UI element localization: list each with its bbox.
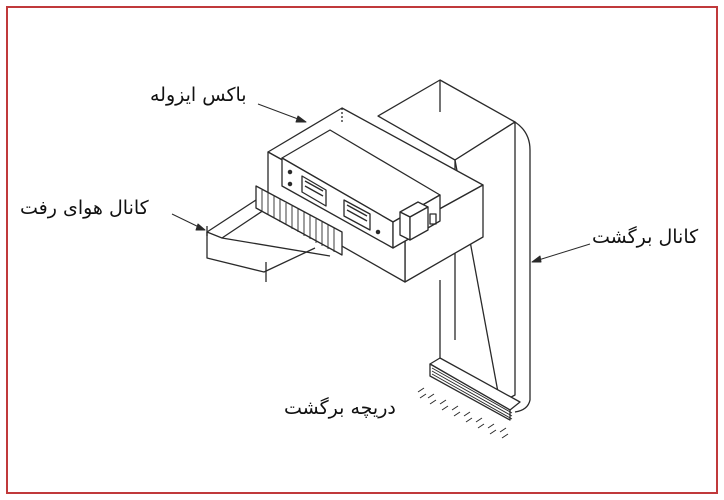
leader-lines bbox=[171, 103, 591, 263]
return-grille-label: دریچه برگشت bbox=[284, 397, 396, 419]
isolation-box-label: باکس ایزوله bbox=[150, 84, 247, 106]
return-grille-drawing bbox=[417, 357, 521, 439]
supply-duct bbox=[206, 185, 343, 282]
diagram-frame bbox=[6, 6, 718, 494]
return-duct-label: کانال برگشت bbox=[592, 226, 699, 248]
airflow-arrows bbox=[417, 387, 509, 439]
supply-duct-label: کانال هوای رفت bbox=[20, 197, 149, 219]
indoor-unit bbox=[281, 129, 441, 249]
